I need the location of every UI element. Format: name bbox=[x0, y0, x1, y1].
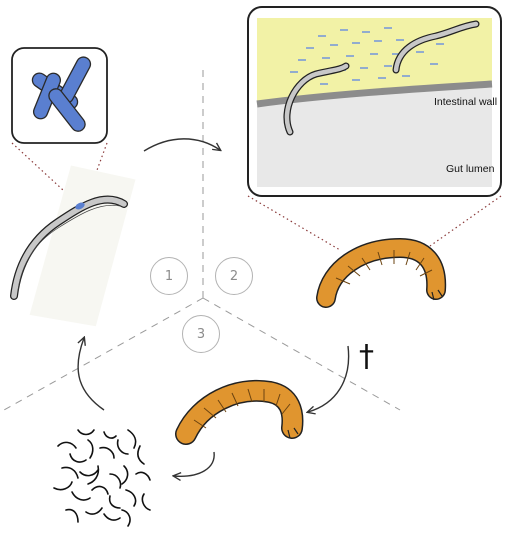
step-1-badge: 1 bbox=[150, 257, 188, 295]
arrow-infection bbox=[144, 139, 220, 151]
arrow-emergence bbox=[174, 452, 214, 476]
larva-icon bbox=[326, 248, 442, 300]
label-gut-lumen: Gut lumen bbox=[446, 163, 494, 175]
dead-larva-icon bbox=[186, 389, 298, 438]
arrow-death bbox=[308, 346, 349, 412]
label-intestinal-wall: Intestinal wall bbox=[434, 96, 497, 108]
step-2-badge: 2 bbox=[215, 257, 253, 295]
step-3-badge: 3 bbox=[182, 315, 220, 353]
arrow-reinfection bbox=[78, 338, 104, 410]
death-cross-icon: † bbox=[359, 342, 374, 372]
nematode-panel bbox=[14, 163, 135, 332]
bacteria-inset bbox=[12, 48, 107, 143]
nematode-swarm-icon bbox=[54, 430, 150, 526]
